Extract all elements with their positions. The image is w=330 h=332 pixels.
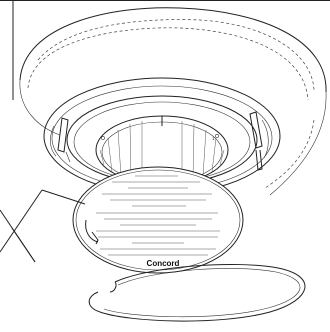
lens-printed-text	[96, 175, 220, 256]
svg-text:1: 1	[212, 136, 215, 141]
retaining-ring	[88, 263, 306, 322]
right-spring-clip	[249, 111, 269, 171]
ceiling-flange	[19, 7, 327, 196]
left-spring-clip	[50, 117, 71, 163]
lens-disc: Concord	[72, 166, 244, 274]
callout-leader-lines	[0, 189, 86, 263]
brand-label: Concord	[147, 259, 180, 268]
lens-edge-bracket	[85, 219, 99, 245]
